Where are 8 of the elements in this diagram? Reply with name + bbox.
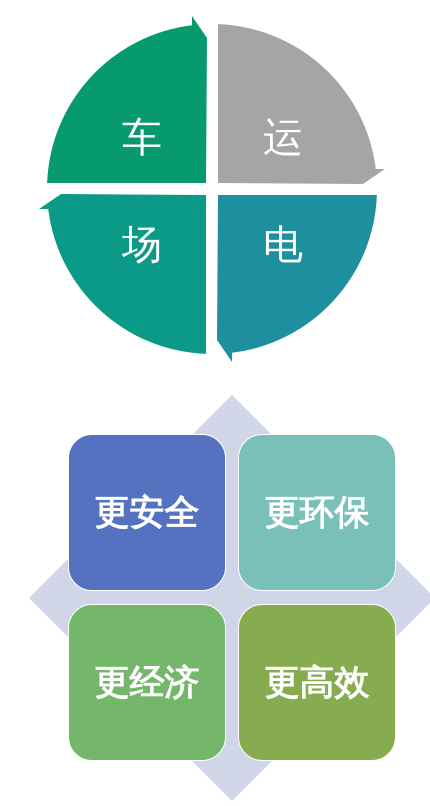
quadrant-label: 车 xyxy=(122,116,162,160)
quadrant-label: 场 xyxy=(122,223,162,267)
feature-box: 更高效 xyxy=(238,604,396,761)
feature-box: 更环保 xyxy=(238,434,396,591)
quadrant-label: 运 xyxy=(263,116,303,160)
feature-box: 更经济 xyxy=(68,604,226,761)
feature-box: 更安全 xyxy=(68,434,226,591)
quadrant-label: 电 xyxy=(263,223,303,267)
